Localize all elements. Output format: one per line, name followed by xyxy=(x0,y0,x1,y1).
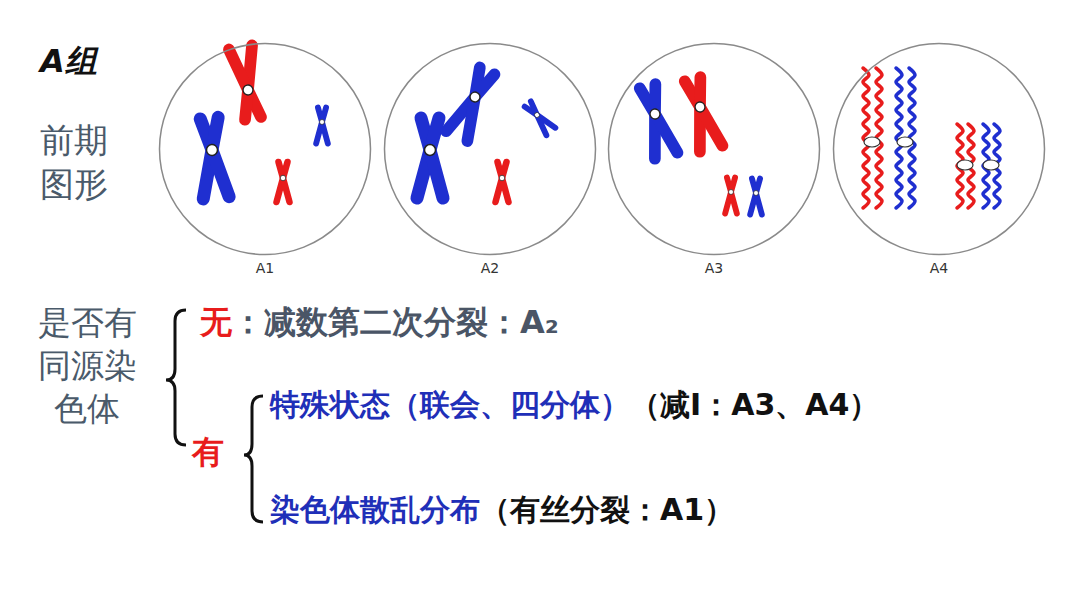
centromere xyxy=(864,137,880,147)
chromosome xyxy=(277,162,290,202)
chromosome xyxy=(725,178,737,214)
bracket xyxy=(166,310,186,445)
branch-row: 有 xyxy=(192,432,224,472)
branch-row: 无：减数第二次分裂：A₂ xyxy=(200,302,559,342)
cell-circle: A4 xyxy=(832,42,1046,282)
chromosome xyxy=(196,117,229,199)
chromosome xyxy=(417,118,443,198)
answer-yes: 有 xyxy=(192,432,224,472)
branch-row: 染色体散乱分布（有丝分裂：A1） xyxy=(270,491,734,529)
cell-label: A4 xyxy=(832,260,1046,276)
cell-label: A3 xyxy=(607,260,821,276)
centromere xyxy=(897,137,913,147)
chromosome xyxy=(523,100,555,135)
bracket xyxy=(244,396,263,522)
cell-outline xyxy=(607,42,821,256)
group-title: A组 xyxy=(40,40,97,84)
chromosome xyxy=(446,66,498,141)
question-label: 是否有 同源染 色体 xyxy=(36,302,138,431)
chromosome xyxy=(750,179,762,215)
cell-ref: （减I：A3、A4） xyxy=(630,386,879,424)
cell-ref: A₂ xyxy=(520,302,559,342)
chromosome xyxy=(229,45,265,120)
cell-circle: A3 xyxy=(607,42,821,282)
branch-row: 特殊状态（联会、四分体）（减I：A3、A4） xyxy=(270,386,879,424)
branch-text: ：减数第二次分裂： xyxy=(232,302,520,342)
side-label: 前期 图形 xyxy=(40,118,111,206)
cell-label: A2 xyxy=(383,260,597,276)
chromosome xyxy=(316,108,328,144)
cell-outline xyxy=(158,42,372,256)
centromere xyxy=(983,160,999,170)
chromosome xyxy=(681,76,722,152)
cell-outline xyxy=(832,42,1046,256)
answer-no: 无 xyxy=(200,302,232,342)
cell-outline xyxy=(383,42,597,256)
cell-circle: A1 xyxy=(158,42,372,282)
chromosome xyxy=(636,83,677,159)
cell-circle: A2 xyxy=(383,42,597,282)
chromosome xyxy=(496,162,509,202)
branch-text: 特殊状态（联会、四分体） xyxy=(270,386,630,424)
cell-label: A1 xyxy=(158,260,372,276)
cell-ref: （有丝分裂：A1） xyxy=(480,491,734,529)
centromere xyxy=(957,160,973,170)
branch-text: 染色体散乱分布 xyxy=(270,491,480,529)
